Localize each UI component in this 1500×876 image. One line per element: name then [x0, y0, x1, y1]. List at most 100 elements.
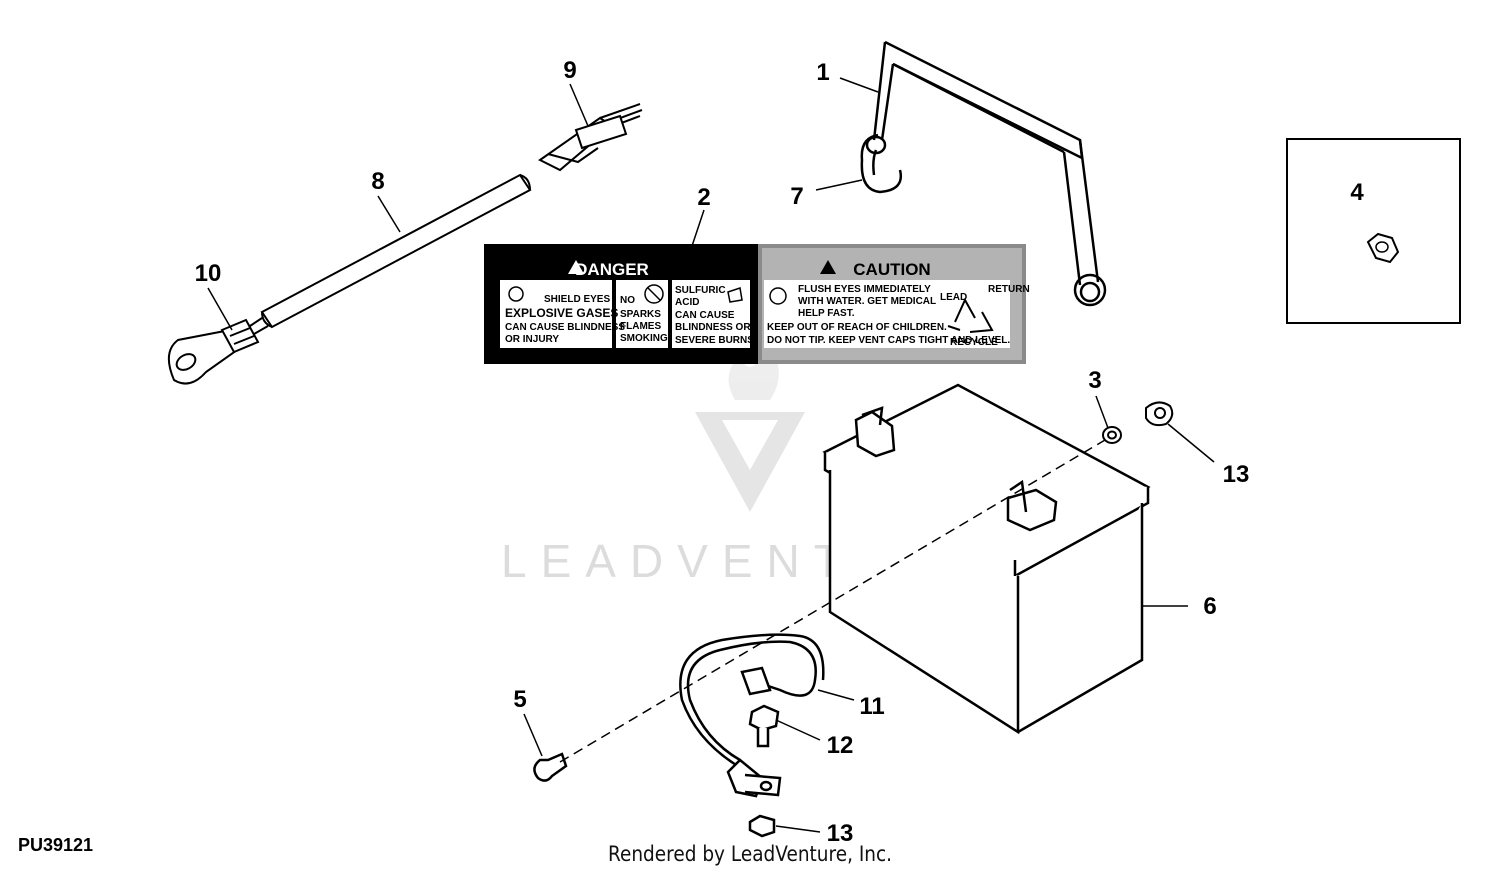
danger-p3-l3: CAN CAUSE: [675, 310, 735, 321]
caution-l4: KEEP OUT OF REACH OF CHILDREN.: [767, 322, 947, 333]
danger-p2-l4: SMOKING: [620, 333, 668, 344]
danger-p2-l1: NO: [620, 295, 635, 306]
callout-13-lower: 13: [827, 820, 854, 847]
strap-right-eye: [1073, 273, 1107, 307]
leader-5: [523, 713, 543, 757]
callout-10: 10: [195, 260, 222, 287]
callout-1: 1: [816, 59, 829, 86]
leader-12: [775, 719, 821, 741]
callout-6: 6: [1203, 593, 1216, 620]
cable-connector: [740, 666, 772, 696]
terminal-right: [1006, 488, 1058, 532]
callout-7: 7: [790, 183, 803, 210]
caution-l2: WITH WATER. GET MEDICAL: [798, 296, 936, 307]
leader-7: [815, 179, 863, 191]
strap-top: [884, 40, 1084, 161]
strap-right-eye-inner: [1079, 281, 1101, 303]
acid-icon: [727, 287, 743, 303]
caution-l3: HELP FAST.: [798, 308, 855, 319]
callout-13-upper: 13: [1223, 461, 1250, 488]
leader-8: [377, 195, 401, 233]
footer-credit: Rendered by LeadVenture, Inc.: [607, 842, 893, 866]
bolt-12-head: [748, 704, 780, 732]
danger-p3-l1: SULFURIC: [675, 285, 726, 296]
strap-left-leg: [872, 41, 895, 141]
cable-lug-hole: [759, 780, 773, 792]
caution-l1: FLUSH EYES IMMEDIATELY: [798, 284, 931, 295]
danger-box-1: [500, 280, 612, 348]
nut-13-lower: [748, 814, 776, 838]
leader-10: [207, 287, 233, 331]
lower-hardware: [533, 633, 825, 838]
figure-id: PU39121: [18, 835, 94, 855]
danger-warning-icon: [568, 260, 584, 274]
caution-l5: DO NOT TIP. KEEP VENT CAPS TIGHT AND LEV…: [767, 335, 1010, 346]
strap-top-inner: [892, 62, 1065, 154]
danger-p2-l2: SPARKS: [620, 309, 661, 320]
flush-eyes-icon: [769, 287, 787, 305]
battery-side: [1017, 503, 1144, 734]
grommet-upper-hole: [1154, 407, 1166, 419]
recycle-icon: [947, 297, 994, 333]
danger-p1-l1: SHIELD EYES: [544, 294, 610, 305]
upper-hardware: [1102, 401, 1174, 444]
connector-body: [574, 114, 628, 150]
washer-hole: [1107, 430, 1117, 440]
callout-9: 9: [563, 57, 576, 84]
danger-p1-l4: OR INJURY: [505, 334, 559, 345]
part-hold-down-strap: [860, 40, 1107, 307]
callout-12: 12: [827, 732, 854, 759]
recycle-return: RETURN: [988, 284, 1030, 295]
terminal-left-tab: [861, 406, 884, 426]
danger-p1-l3: CAN CAUSE BLINDNESS: [505, 322, 625, 333]
danger-p3-l2: ACID: [675, 297, 699, 308]
leader-2: [691, 209, 705, 247]
danger-p2-l3: FLAMES: [620, 321, 661, 332]
callout-2: 2: [697, 184, 710, 211]
battery-front: [828, 470, 1020, 735]
leader-3: [1095, 395, 1109, 429]
decal: DANGER CAUTION SHIELD EYES EXPLOSIVE GAS…: [484, 244, 1030, 364]
caution-box: [764, 280, 1010, 348]
watermark-logo: [695, 412, 805, 512]
cable-end-right: [519, 174, 531, 191]
callout-11: 11: [859, 693, 884, 720]
leader-lines: [207, 77, 1215, 833]
callout-5: 5: [513, 686, 526, 713]
recycle-recycle: RECYCLE: [950, 337, 998, 348]
danger-heading: DANGER: [575, 260, 649, 279]
cable-lug: [744, 773, 782, 797]
ground-cable: [679, 633, 825, 774]
hook-eye: [865, 135, 887, 155]
leader-9: [569, 83, 589, 127]
part-cable-assembly: [167, 103, 643, 385]
callout-4: 4: [1350, 179, 1364, 206]
nut-hole: [1375, 241, 1389, 253]
strap-right-leg: [1062, 139, 1100, 286]
danger-box-2: [616, 280, 668, 348]
caution-warning-icon: [820, 260, 836, 274]
nut: [1366, 232, 1400, 264]
terminal-left: [854, 410, 896, 458]
inset-box: [1286, 138, 1461, 324]
leader-1: [839, 77, 879, 93]
assembly-line: [559, 439, 1106, 763]
callout-3: 3: [1088, 367, 1101, 394]
caution-heading: CAUTION: [853, 260, 930, 279]
bolt-5: [533, 752, 568, 782]
crimp-detail: [229, 327, 255, 345]
leader-11: [817, 689, 855, 701]
eye-icon-danger: [508, 286, 524, 302]
terminal-right-tab: [1009, 479, 1028, 513]
battery: [822, 383, 1151, 735]
leader-13-lower: [775, 825, 821, 833]
danger-box-3: [672, 280, 750, 348]
danger-p3-l5: SEVERE BURNS: [675, 335, 754, 346]
no-smoking-icon: [644, 284, 664, 304]
danger-p3-l4: BLINDNESS OR: [675, 322, 751, 333]
danger-p1-l2: EXPLOSIVE GASES: [505, 306, 618, 320]
ring-terminal-hole: [175, 353, 197, 371]
inset-frame: [1286, 138, 1461, 324]
cable-end-left: [261, 311, 273, 328]
